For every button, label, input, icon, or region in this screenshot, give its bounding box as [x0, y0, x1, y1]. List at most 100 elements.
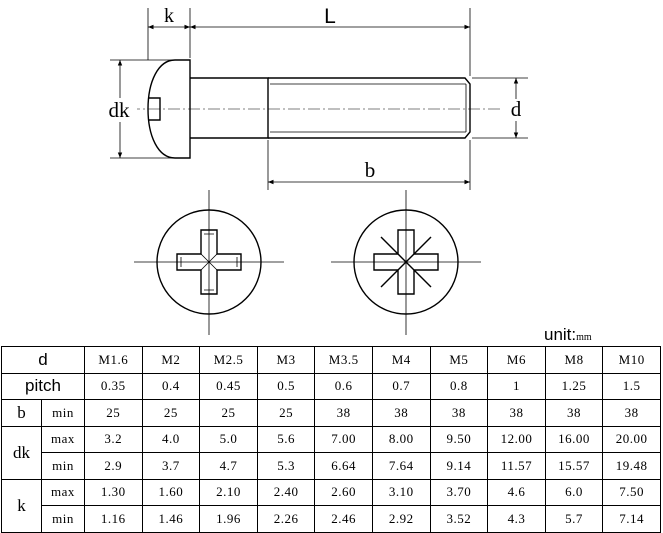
size-cell: M4: [371, 346, 431, 374]
k-min-cell: 4.3: [487, 505, 546, 533]
size-cell: M8: [544, 346, 604, 374]
table-row-k-min: min 1.16 1.46 1.96 2.26 2.46 2.92 3.52 4…: [2, 505, 661, 533]
k-max-cell: 2.10: [199, 478, 258, 506]
unit-label: unit:mm: [544, 325, 592, 345]
pitch-cell: 0.35: [84, 372, 143, 400]
dk-max-cell: 5.6: [256, 425, 316, 453]
dk-max-cell: 8.00: [371, 425, 431, 453]
k-max-cell: 3.70: [429, 478, 489, 506]
dk-min-cell: 4.7: [199, 452, 258, 480]
size-cell: M10: [602, 346, 661, 374]
label-k: k: [164, 5, 174, 27]
size-cell: M1.6: [84, 346, 143, 374]
screw-drawing: k L dk d b: [103, 5, 528, 335]
k-min-cell: 2.46: [314, 505, 373, 533]
dk-min-cell: 11.57: [487, 452, 546, 480]
dk-min-cell: 9.14: [429, 452, 489, 480]
k-min-cell: 1.96: [199, 505, 258, 533]
dk-max-cell: 3.2: [84, 425, 143, 453]
size-cell: M5: [429, 346, 489, 374]
pitch-cell: 0.7: [371, 372, 431, 400]
dk-min-cell: 3.7: [141, 452, 201, 480]
dk-min-cell: 6.64: [314, 452, 373, 480]
dimension-table: d M1.6 M2 M2.5 M3 M3.5 M4 M5 M6 M8 M10 p…: [1, 346, 661, 533]
label-b: b: [365, 158, 376, 182]
b-min-cell: 38: [429, 399, 489, 427]
k-max-cell: 6.0: [544, 478, 604, 506]
header-d: d: [1, 346, 85, 374]
b-min-cell: 38: [544, 399, 604, 427]
table-row-size: d M1.6 M2 M2.5 M3 M3.5 M4 M5 M6 M8 M10: [1, 346, 661, 374]
size-cell: M6: [487, 346, 546, 374]
size-cell: M2: [141, 346, 201, 374]
pitch-cell: 1: [487, 372, 546, 400]
pitch-cell: 0.6: [314, 372, 373, 400]
pozidriv-head-top-view: [331, 190, 481, 335]
table-row-b-min: b min 25 25 25 25 38 38 38 38 38 38: [1, 399, 661, 427]
size-cell: M2.5: [199, 346, 258, 374]
b-min-cell: 25: [199, 399, 258, 427]
table-row-pitch: pitch 0.35 0.4 0.45 0.5 0.6 0.7 0.8 1 1.…: [1, 372, 661, 400]
k-min-cell: 5.7: [544, 505, 604, 533]
pitch-cell: 0.8: [429, 372, 489, 400]
dk-max-cell: 16.00: [544, 425, 604, 453]
dk-max-cell: 4.0: [141, 425, 201, 453]
phillips-head-top-view: [134, 190, 284, 335]
k-max-cell: 1.30: [84, 478, 143, 506]
k-max-cell: 1.60: [141, 478, 201, 506]
pitch-cell: 0.4: [141, 372, 201, 400]
table-row-dk-max: dk max 3.2 4.0 5.0 5.6 7.00 8.00 9.50 12…: [1, 425, 661, 480]
b-min-cell: 38: [487, 399, 546, 427]
pitch-cell: 0.5: [256, 372, 316, 400]
b-min-cell: 25: [256, 399, 316, 427]
pitch-cell: 1.25: [544, 372, 604, 400]
dk-min-cell: 5.3: [256, 452, 316, 480]
dk-max-cell: 20.00: [602, 425, 661, 453]
table-row-dk-min: min 2.9 3.7 4.7 5.3 6.64 7.64 9.14 11.57…: [2, 452, 661, 480]
header-b: b: [1, 399, 42, 427]
k-min-cell: 2.92: [371, 505, 431, 533]
header-dk-min: min: [41, 452, 85, 480]
header-dk-max: max: [41, 425, 85, 453]
k-max-cell: 3.10: [371, 478, 431, 506]
b-min-cell: 25: [141, 399, 201, 427]
k-max-cell: 2.40: [256, 478, 316, 506]
table-row-k-max: k max 1.30 1.60 2.10 2.40 2.60 3.10 3.70…: [1, 478, 661, 533]
header-k-max: max: [41, 478, 85, 506]
dk-max-cell: 5.0: [199, 425, 258, 453]
dk-min-cell: 7.64: [371, 452, 431, 480]
k-min-cell: 2.26: [256, 505, 316, 533]
size-cell: M3: [256, 346, 316, 374]
k-max-cell: 4.6: [487, 478, 546, 506]
dk-min-cell: 2.9: [84, 452, 143, 480]
k-min-cell: 3.52: [429, 505, 489, 533]
dk-max-cell: 7.00: [314, 425, 373, 453]
b-min-cell: 38: [371, 399, 431, 427]
unit-value: mm: [576, 332, 592, 343]
header-dk: dk: [1, 425, 42, 480]
k-max-cell: 2.60: [314, 478, 373, 506]
label-d: d: [511, 97, 522, 121]
header-k: k: [1, 478, 42, 533]
screw-side-view: k L dk d b: [103, 5, 528, 190]
size-cell: M3.5: [314, 346, 373, 374]
dk-min-cell: 19.48: [602, 452, 661, 480]
label-L: L: [324, 5, 336, 28]
unit-prefix: unit:: [544, 325, 577, 344]
k-max-cell: 7.50: [602, 478, 661, 506]
pitch-cell: 0.45: [199, 372, 258, 400]
b-min-cell: 38: [602, 399, 661, 427]
label-dk: dk: [109, 98, 131, 122]
k-min-cell: 1.46: [141, 505, 201, 533]
k-min-cell: 7.14: [602, 505, 661, 533]
b-min-cell: 38: [314, 399, 373, 427]
header-b-min: min: [41, 399, 85, 427]
k-min-cell: 1.16: [84, 505, 143, 533]
b-min-cell: 25: [84, 399, 143, 427]
pitch-cell: 1.5: [602, 372, 661, 400]
header-pitch: pitch: [1, 372, 85, 400]
dk-max-cell: 9.50: [429, 425, 489, 453]
dk-max-cell: 12.00: [487, 425, 546, 453]
dk-min-cell: 15.57: [544, 452, 604, 480]
